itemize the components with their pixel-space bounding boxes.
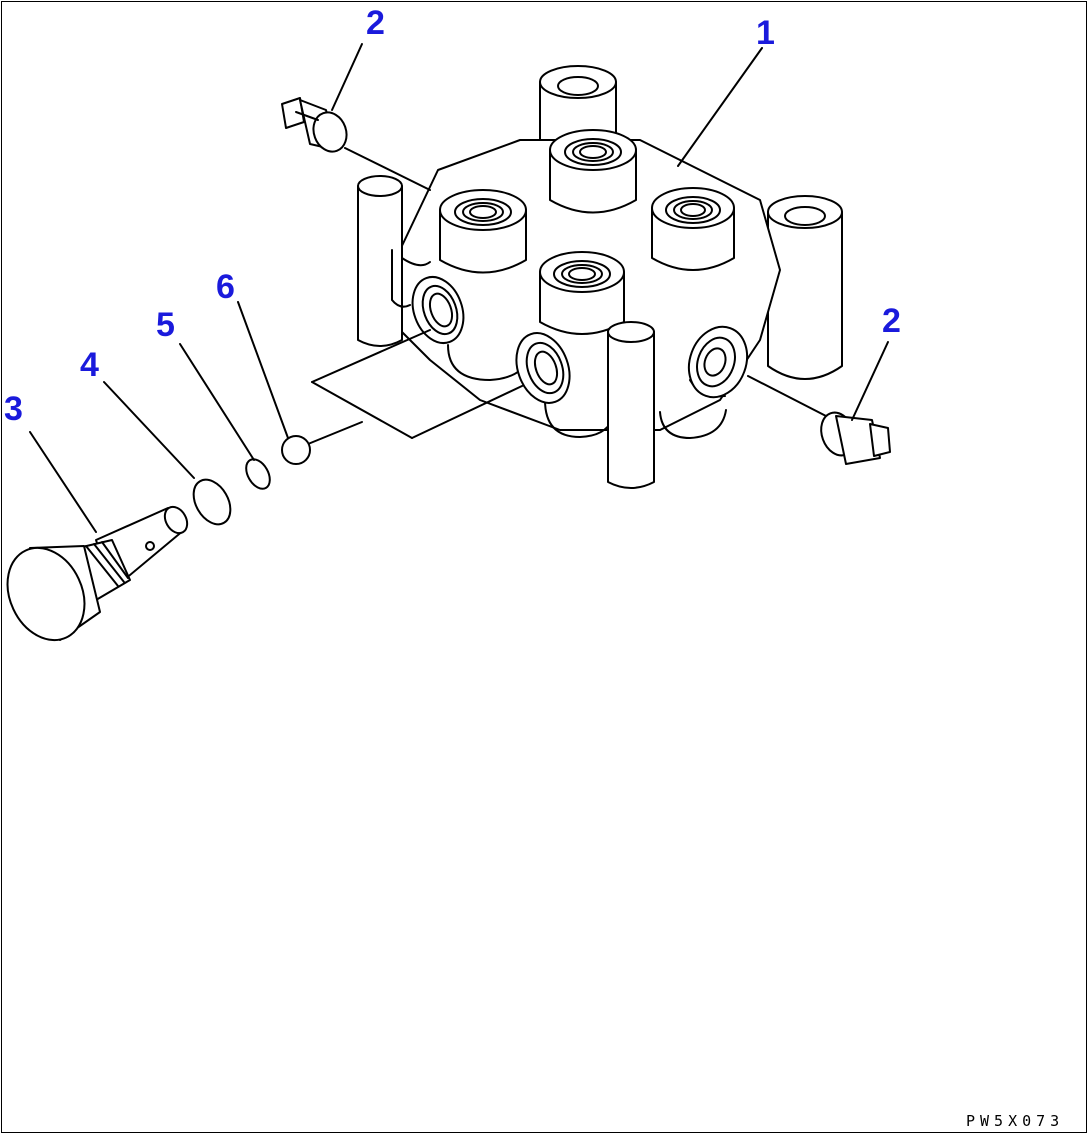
plug-right: [820, 411, 891, 465]
ball: [281, 435, 311, 465]
plug-upper: [281, 97, 348, 153]
o-ring-small: [245, 458, 271, 490]
drawing-code: PW5X073: [966, 1112, 1064, 1130]
valve-body: [357, 65, 843, 489]
callout-6: 6: [216, 268, 235, 306]
callout-4: 4: [80, 346, 99, 384]
callout-2-right: 2: [882, 302, 901, 340]
relief-plug: [6, 505, 189, 642]
callout-5: 5: [156, 306, 175, 344]
callout-2-upper: 2: [366, 4, 385, 42]
callout-1: 1: [756, 14, 775, 52]
o-ring-large: [192, 478, 232, 526]
callout-3: 3: [4, 390, 23, 428]
assembly-guide-lines: [307, 147, 827, 445]
leader-lines: [29, 43, 889, 533]
